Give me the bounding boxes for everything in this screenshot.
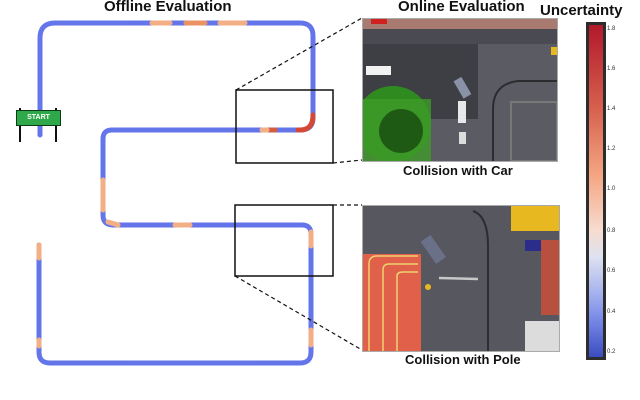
colorbar-tick: 1.0 bbox=[607, 186, 616, 192]
trajectory-path bbox=[36, 20, 316, 366]
start-sign: START bbox=[16, 110, 61, 126]
colorbar-tick: 1.2 bbox=[607, 146, 616, 152]
uncertainty-colorbar-title: Uncertainty bbox=[540, 2, 623, 19]
uncertainty-colorbar bbox=[586, 22, 606, 360]
colorbar-tick: 0.6 bbox=[607, 268, 616, 274]
car-collision-photo bbox=[362, 18, 558, 162]
offline-evaluation-title: Offline Evaluation bbox=[104, 0, 232, 15]
white-truck bbox=[366, 66, 391, 75]
online-evaluation-title: Online Evaluation bbox=[398, 0, 525, 15]
connector-line bbox=[235, 17, 363, 91]
car-collision-region bbox=[235, 89, 334, 164]
pole-collision-photo bbox=[362, 205, 560, 352]
connector-line bbox=[332, 159, 363, 164]
pole-collision-region bbox=[234, 204, 334, 277]
caption-collision-with-car: Collision with Car bbox=[403, 163, 513, 178]
colorbar-tick: 1.4 bbox=[607, 106, 616, 112]
connector-line bbox=[234, 275, 363, 351]
colorbar-tick: 0.4 bbox=[607, 309, 616, 315]
colorbar-gradient bbox=[589, 25, 603, 357]
colorbar-tick: 1.6 bbox=[607, 66, 616, 72]
colorbar-tick: 0.8 bbox=[607, 228, 616, 234]
colorbar-tick: 1.8 bbox=[607, 26, 616, 32]
caption-collision-with-pole: Collision with Pole bbox=[405, 352, 521, 367]
colorbar-tick: 0.2 bbox=[607, 349, 616, 355]
